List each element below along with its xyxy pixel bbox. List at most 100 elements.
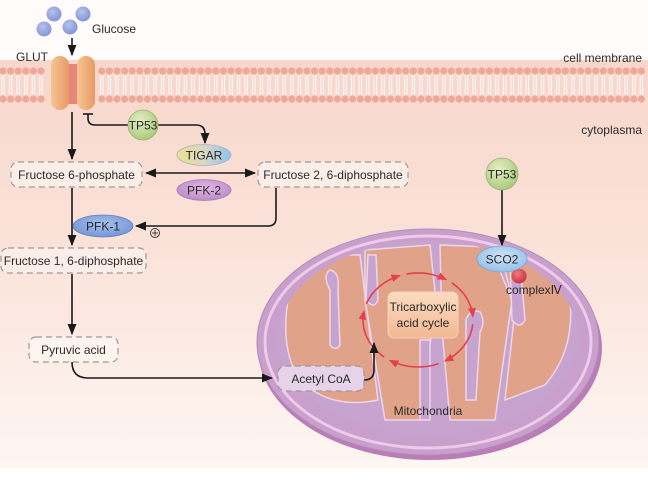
lipid-tail bbox=[480, 75, 484, 85]
lipid-head bbox=[501, 95, 509, 103]
lipid-head bbox=[546, 95, 554, 103]
lipid-tail bbox=[426, 75, 431, 85]
lipid-head bbox=[121, 67, 129, 75]
tp53-to-tigar-arrow bbox=[158, 124, 210, 145]
lipid-head bbox=[105, 95, 113, 103]
lipid-tail bbox=[609, 75, 613, 85]
lipid-tail bbox=[229, 75, 233, 85]
protein-pfk1: PFK-1 bbox=[72, 214, 134, 238]
lipid-head bbox=[273, 95, 281, 103]
lipid-head bbox=[630, 67, 638, 75]
lipid-head bbox=[508, 67, 516, 75]
f26bp-activates-pfk1-arrow bbox=[134, 188, 277, 231]
tca-cycle-arrow bbox=[406, 272, 448, 281]
lipid-head bbox=[14, 95, 22, 103]
tigar-label: TIGAR bbox=[186, 149, 223, 163]
lipid-head bbox=[432, 95, 440, 103]
lipid-tail bbox=[434, 85, 438, 95]
lipid-head bbox=[523, 95, 532, 103]
lipid-tail bbox=[548, 75, 552, 85]
lipid-head bbox=[242, 95, 250, 103]
lipid-tail bbox=[457, 85, 461, 95]
lipid-tail bbox=[183, 75, 188, 85]
lipid-head bbox=[181, 67, 189, 75]
lipid-head bbox=[7, 95, 15, 103]
lipid-head bbox=[379, 95, 387, 103]
lipid-head bbox=[440, 67, 448, 75]
lipid-head bbox=[197, 95, 205, 103]
lipid-tail bbox=[328, 85, 332, 95]
lipid-tail bbox=[616, 85, 621, 95]
extracellular-space bbox=[0, 0, 648, 60]
lipid-tail bbox=[100, 75, 104, 85]
lipid-head bbox=[584, 95, 592, 103]
lipid-head bbox=[151, 67, 159, 75]
lipid-tail bbox=[107, 75, 112, 85]
lipid-tail bbox=[343, 75, 347, 85]
lipid-head bbox=[303, 67, 311, 75]
lipid-tail bbox=[442, 75, 446, 85]
activation-plus-icon bbox=[150, 228, 160, 238]
lipid-tail bbox=[198, 75, 203, 85]
lipid-head bbox=[394, 67, 402, 75]
lipid-head bbox=[561, 67, 570, 75]
lipid-head bbox=[356, 95, 364, 103]
lipid-head bbox=[569, 67, 577, 75]
lipid-head bbox=[402, 95, 410, 103]
lipid-tail bbox=[267, 85, 271, 95]
protein-pfk2: PFK-2 bbox=[176, 179, 232, 201]
lipid-tail bbox=[350, 75, 355, 85]
lipid-tail bbox=[130, 75, 134, 85]
lipid-tail bbox=[236, 75, 241, 85]
lipid-tail bbox=[122, 75, 127, 85]
lipid-tail bbox=[335, 75, 340, 85]
membrane-core bbox=[0, 75, 648, 95]
lipid-head bbox=[478, 95, 486, 103]
lipid-head bbox=[592, 95, 600, 103]
lipid-head bbox=[607, 67, 615, 75]
lipid-head bbox=[493, 95, 501, 103]
lipid-tail bbox=[115, 85, 119, 95]
lipid-head bbox=[371, 67, 379, 75]
lipid-head bbox=[425, 95, 433, 103]
lipid-head bbox=[417, 67, 425, 75]
tca-cycle-arrow bbox=[443, 324, 474, 362]
lipid-head bbox=[212, 67, 220, 75]
lipid-head bbox=[227, 67, 235, 75]
lipid-tail bbox=[495, 85, 499, 95]
lipid-head bbox=[136, 67, 144, 75]
lipid-tail bbox=[411, 85, 416, 95]
lipid-tail bbox=[1, 85, 5, 95]
lipid-head bbox=[166, 67, 174, 75]
tca-line2: acid cycle bbox=[397, 316, 450, 330]
lipid-head bbox=[379, 67, 387, 75]
tp53-left-label: TP53 bbox=[129, 119, 158, 133]
lipid-tail bbox=[540, 85, 545, 95]
cell-membrane-label: cell membrane bbox=[563, 51, 642, 65]
tp53-inhibits-glut-line bbox=[87, 114, 128, 126]
lipid-tail bbox=[244, 75, 248, 85]
lipid-head bbox=[440, 95, 448, 103]
lipid-tail bbox=[396, 85, 400, 95]
lipid-tail bbox=[373, 85, 378, 95]
lipid-head bbox=[409, 95, 417, 103]
lipid-head bbox=[364, 67, 372, 75]
pyruvic-label: Pyruvic acid bbox=[41, 343, 106, 357]
lipid-tail bbox=[221, 75, 226, 85]
lipid-tail bbox=[252, 85, 256, 95]
lipid-tail bbox=[442, 85, 446, 95]
lipid-head bbox=[280, 95, 288, 103]
lipid-head bbox=[341, 67, 349, 75]
cytoplasma-label: cytoplasma bbox=[581, 123, 642, 137]
lipid-tail bbox=[404, 85, 408, 95]
lipid-tail bbox=[609, 85, 613, 95]
lipid-head bbox=[341, 95, 349, 103]
glut-transporter bbox=[51, 56, 95, 110]
lipid-tail bbox=[153, 85, 157, 95]
lipid-head bbox=[265, 67, 273, 75]
lipid-head bbox=[516, 95, 524, 103]
lipid-head bbox=[478, 67, 486, 75]
lipid-head bbox=[622, 67, 630, 75]
lipid-tail bbox=[198, 85, 203, 95]
